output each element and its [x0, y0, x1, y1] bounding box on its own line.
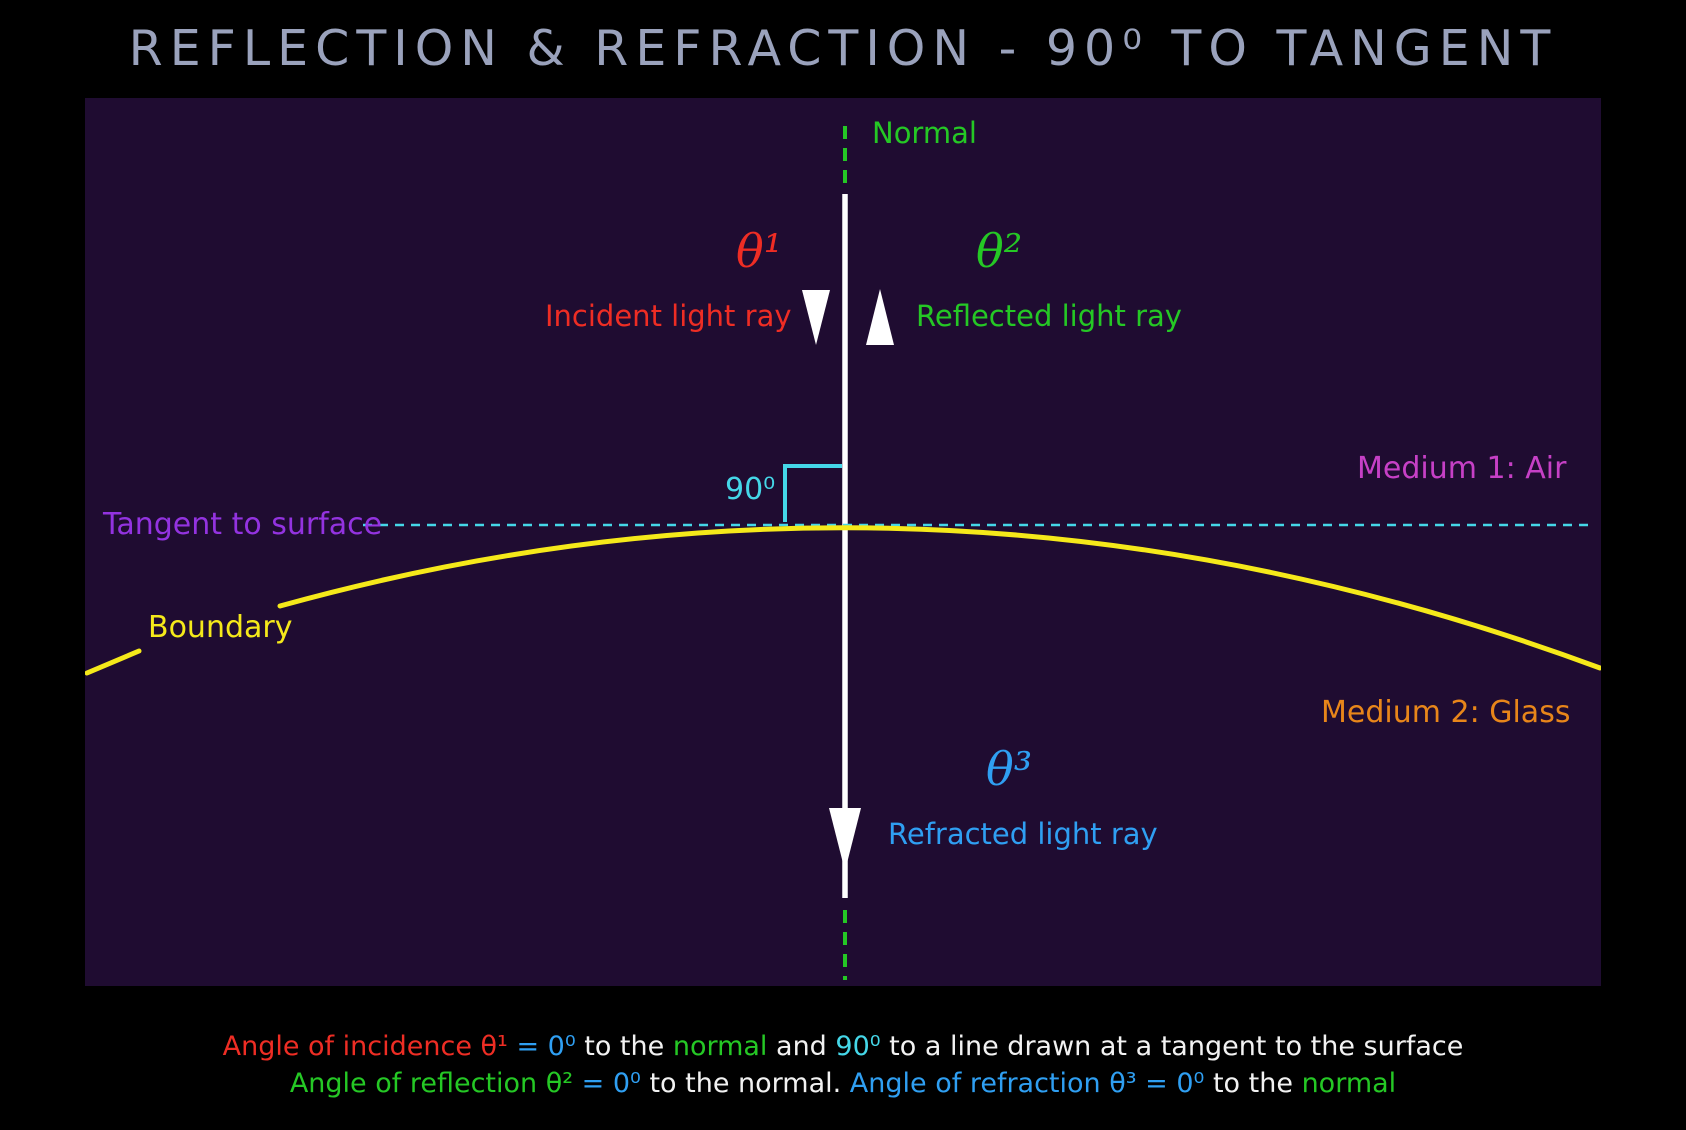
boundary-label: Boundary: [148, 610, 293, 645]
boundary-curve: [277, 525, 1601, 671]
caption-segment: to the: [1212, 1068, 1302, 1099]
right-angle-label: 90⁰: [725, 472, 776, 507]
refracted-ray-label: Refracted light ray: [888, 817, 1158, 851]
caption-segment: and: [767, 1031, 836, 1062]
caption-segment: Angle of reflection θ²: [289, 1068, 574, 1099]
caption-segment: normal: [1301, 1068, 1397, 1099]
refracted-arrowhead-icon: [829, 808, 861, 871]
incident-arrow-icon: [802, 290, 830, 345]
right-angle-marker: [783, 464, 842, 522]
medium2-label: Medium 2: Glass: [1321, 695, 1571, 730]
theta-reflection-symbol: θ²: [976, 224, 1023, 278]
caption-segment: normal: [672, 1031, 768, 1062]
reflected-arrow-icon: [866, 289, 894, 345]
reflected-ray-label: Reflected light ray: [916, 299, 1182, 333]
caption-segment: to a line drawn at a tangent to the surf…: [880, 1031, 1464, 1062]
caption-segment: = 0⁰: [573, 1068, 650, 1099]
theta-incidence-symbol: θ¹: [736, 224, 783, 278]
caption-segment: Angle of incidence θ¹: [222, 1031, 508, 1062]
caption-segment: Angle of refraction θ³: [849, 1068, 1137, 1099]
theta-refraction-symbol: θ³: [986, 742, 1033, 796]
caption-segment: to the normal.: [649, 1068, 850, 1099]
caption: Angle of incidence θ¹ = 0⁰ to the normal…: [0, 1028, 1686, 1102]
caption-line-2: Angle of reflection θ² = 0⁰ to the norma…: [0, 1065, 1686, 1102]
tangent-label: Tangent to surface: [103, 507, 383, 542]
diagram-canvas: [85, 126, 1601, 980]
medium1-label: Medium 1: Air: [1357, 451, 1567, 486]
caption-line-1: Angle of incidence θ¹ = 0⁰ to the normal…: [0, 1028, 1686, 1065]
normal-label: Normal: [872, 116, 977, 150]
caption-segment: 90⁰: [835, 1031, 881, 1062]
page-title: REFLECTION & REFRACTION - 90⁰ TO TANGENT: [128, 20, 1558, 77]
boundary-curve-left-stub: [85, 648, 142, 676]
caption-segment: = 0⁰: [507, 1031, 585, 1062]
diagram-panel: Normal θ¹ θ² Incident light ray Reflecte…: [85, 98, 1601, 986]
caption-segment: = 0⁰: [1136, 1068, 1213, 1099]
incident-ray-label: Incident light ray: [545, 299, 792, 333]
caption-segment: to the: [584, 1031, 673, 1062]
